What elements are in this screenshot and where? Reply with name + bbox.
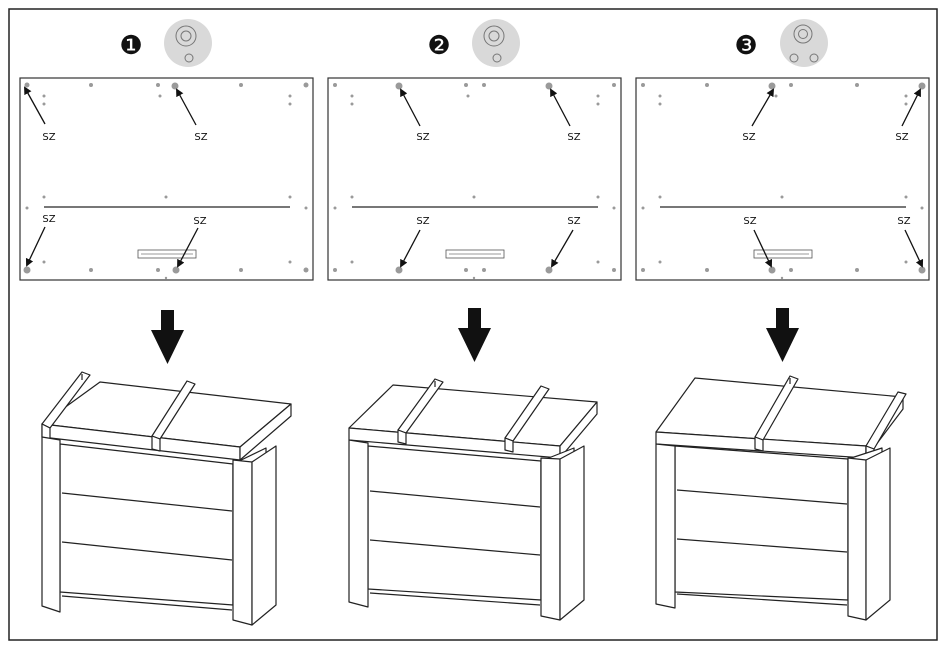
step-1-label-top-right: SZ — [194, 132, 207, 143]
down-arrow-icon — [151, 310, 184, 364]
down-arrow-icon — [766, 308, 799, 362]
step-3: ❸ — [636, 19, 929, 620]
step-2-label-top-left: SZ — [416, 132, 429, 143]
step-2: ❷ — [328, 19, 621, 620]
step-2-label-top-right: SZ — [567, 132, 580, 143]
step-3-label-bottom-left: SZ — [743, 216, 756, 227]
step-3-label-bottom-right: SZ — [897, 216, 910, 227]
step-1-label-bottom-left: SZ — [42, 214, 55, 225]
step-3-top-panel — [636, 78, 929, 280]
step-1-dresser — [42, 372, 291, 625]
step-2-dresser — [349, 379, 597, 620]
step-1-number: ❶ — [119, 31, 142, 61]
step-2-label-bottom-right: SZ — [567, 216, 580, 227]
step-2-number: ❷ — [427, 31, 450, 61]
step-3-dresser — [656, 376, 906, 620]
screw-cam-icon — [164, 19, 212, 67]
step-3-label-top-left: SZ — [742, 132, 755, 143]
step-1: ❶ — [20, 19, 313, 625]
step-3-label-top-right: SZ — [895, 132, 908, 143]
down-arrow-icon — [458, 308, 491, 362]
step-2-top-panel — [328, 78, 621, 280]
step-2-label-bottom-left: SZ — [416, 216, 429, 227]
step-1-label-top-left: SZ — [42, 132, 55, 143]
step-3-number: ❸ — [734, 31, 757, 61]
screw-cam-icon — [472, 19, 520, 67]
step-1-top-panel — [20, 78, 313, 280]
double-cam-icon — [780, 19, 828, 67]
step-1-label-bottom-right: SZ — [193, 216, 206, 227]
